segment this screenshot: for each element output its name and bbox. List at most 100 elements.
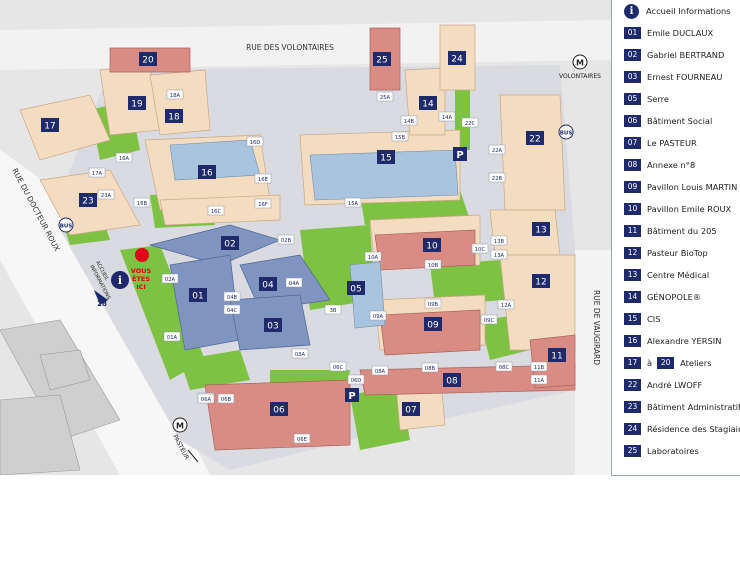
building-badge-text: 23 — [82, 197, 93, 207]
legend-label: Serre — [647, 94, 669, 104]
legend-label: Bâtiment Social — [647, 116, 713, 126]
building-badge-20[interactable]: 20 — [139, 52, 157, 66]
building-badge-04[interactable]: 04 — [259, 277, 277, 291]
building-badge-text: 05 — [350, 285, 361, 295]
building-badge-text: 24 — [451, 55, 463, 65]
building-badge-03[interactable]: 03 — [264, 318, 282, 332]
building-badge-10[interactable]: 10 — [423, 238, 441, 252]
legend-label: Centre Médical — [647, 270, 710, 280]
legend-badge: 09 — [624, 181, 641, 193]
legend-label: Résidence des Stagiaires — [647, 424, 740, 434]
building-badge-text: 08 — [446, 377, 458, 387]
building-badge-09[interactable]: 09 — [424, 317, 442, 331]
you-are-here-text-3: ICI — [136, 283, 146, 291]
building-badge-16[interactable]: 16 — [198, 165, 216, 179]
entrance-28-label: 28 — [97, 300, 107, 308]
building-badge-text: 09 — [427, 321, 439, 331]
building-badge-text: 07 — [405, 406, 416, 416]
legend-badge: 25 — [624, 445, 641, 457]
sub-label-11b: 11B — [530, 361, 548, 372]
sub-label-02b: 02B — [277, 234, 295, 245]
you-are-here-text-1: VOUS — [131, 267, 152, 275]
sub-label-text: 16C — [211, 209, 222, 215]
legend-badge: 02 — [624, 49, 641, 61]
metro-pasteur-arrow — [187, 449, 199, 463]
building-badge-18[interactable]: 18 — [165, 109, 183, 123]
legend-badge: 06 — [624, 115, 641, 127]
building-badge-12[interactable]: 12 — [532, 274, 550, 288]
building-badge-15[interactable]: 15 — [377, 150, 395, 164]
sub-label-16a: 16A — [115, 152, 133, 163]
sub-label-text: 23A — [101, 193, 112, 199]
parking-south-label: P — [348, 391, 355, 402]
street-label-vaugirard: RUE DE VAUGIRARD — [592, 290, 601, 365]
building-badge-text: 02 — [224, 240, 235, 250]
building-labels: 01 02 03 04 05 06 07 08 09 10 11 12 13 14 15 16 17 18 19 20… — [41, 51, 566, 416]
building-badge-25[interactable]: 25 — [373, 52, 391, 66]
legend-badge: 01 — [624, 27, 641, 39]
sub-label-16c: 16C — [207, 205, 225, 216]
sub-label-23a: 23A — [97, 189, 115, 200]
building-badge-text: 13 — [535, 226, 546, 236]
building-badge-22[interactable]: 22 — [526, 131, 544, 145]
sub-label-text: 09C — [484, 318, 495, 324]
sub-label-text: 18A — [170, 93, 181, 99]
sub-labels: 01A02A02B03A04A04B04C3B05A06A06B06C06D06… — [88, 89, 548, 444]
sub-label-text: 16F — [258, 202, 268, 208]
sub-label-text: 16B — [137, 201, 148, 207]
building-badge-text: 03 — [267, 322, 278, 332]
building-badge-05[interactable]: 05 — [347, 281, 365, 295]
legend-badge: 17 — [624, 357, 641, 369]
legend-label: Bâtiment Administratif — [647, 402, 740, 412]
legend-badge: 15 — [624, 313, 641, 325]
building-badge-11[interactable]: 11 — [548, 348, 566, 362]
legend-info-label: Accueil Informations — [646, 6, 731, 16]
neighborhood-sketch — [0, 319, 121, 475]
sub-label-text: 13B — [494, 239, 505, 245]
sub-label-text: 22C — [465, 121, 476, 127]
sub-label-text: 06D — [351, 378, 362, 384]
parking-south: P — [345, 388, 359, 402]
sub-label-06c: 06C — [329, 361, 347, 372]
street-label-volontaires: RUE DES VOLONTAIRES — [246, 43, 334, 52]
glass-roofs — [169, 139, 459, 329]
building-badge-19[interactable]: 19 — [128, 96, 146, 110]
legend-info-row: i Accueil Informations — [624, 2, 731, 20]
sub-label-text: 14B — [404, 119, 415, 125]
building-badge-23[interactable]: 23 — [79, 193, 97, 207]
building-badge-02[interactable]: 02 — [221, 236, 239, 250]
sub-label-10a: 10A — [364, 251, 382, 262]
building-badge-08[interactable]: 08 — [443, 373, 461, 387]
building-badge-14[interactable]: 14 — [419, 96, 437, 110]
parking-north-label: P — [456, 150, 463, 161]
bus-stop-right-label: BUS — [560, 131, 573, 137]
legend-badge: 11 — [624, 225, 641, 237]
sub-label-22a: 22A — [488, 144, 506, 155]
sub-label-text: 10C — [475, 247, 486, 253]
sub-label-text: 12A — [501, 303, 512, 309]
building-badge-17[interactable]: 17 — [41, 118, 59, 132]
sub-label-text: 04C — [227, 308, 238, 314]
info-point-icon[interactable] — [111, 271, 129, 289]
building-badge-24[interactable]: 24 — [448, 51, 466, 65]
building-badge-07[interactable]: 07 — [402, 402, 420, 416]
building-badge-text: 14 — [422, 100, 434, 110]
building-badge-13[interactable]: 13 — [532, 222, 550, 236]
sub-label-16f: 16F — [254, 198, 272, 209]
building-badge-06[interactable]: 06 — [270, 402, 288, 416]
sub-label-text: 08C — [499, 365, 510, 371]
sub-label-14a: 14A — [438, 111, 456, 122]
sub-label-18a: 18A — [166, 89, 184, 100]
sub-label-22c: 22C — [461, 117, 479, 128]
sub-label-text: 13A — [494, 253, 505, 259]
building-badge-01[interactable]: 01 — [189, 288, 207, 302]
